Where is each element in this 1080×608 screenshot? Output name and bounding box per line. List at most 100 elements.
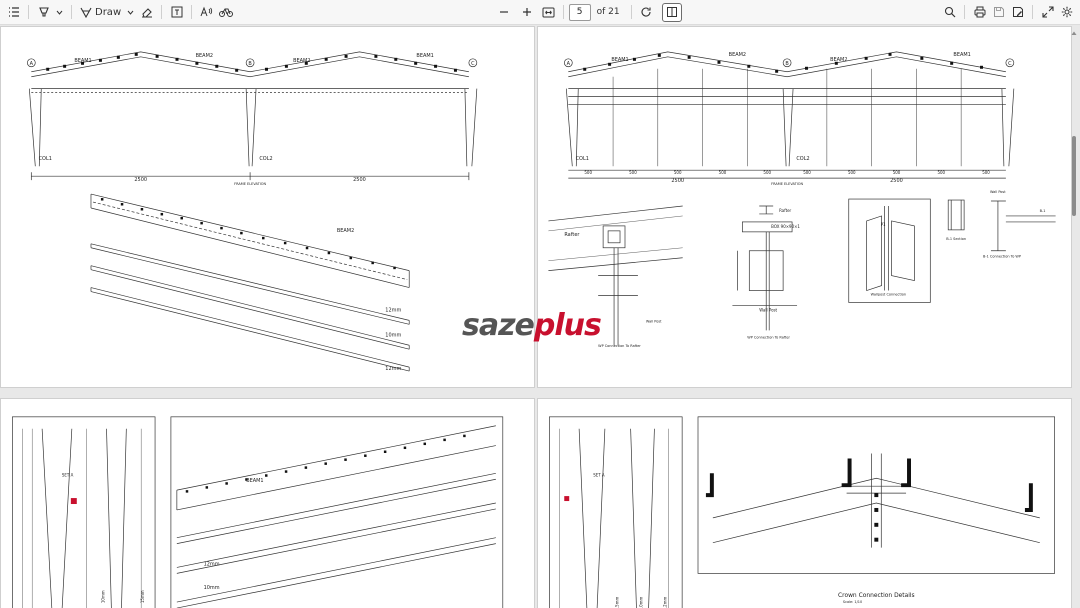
page-total-label: of 21 (596, 7, 620, 17)
dim-10mm: 10mm (204, 585, 220, 591)
dim-500-4: 500 (719, 170, 727, 175)
dim-plate-10mm: 10mm (385, 332, 401, 338)
label-set-a: SET A (593, 472, 605, 477)
label-beam2-left: BEAM2 (729, 52, 746, 58)
label-beam2-left: BEAM2 (196, 53, 213, 59)
read-aloud-button[interactable] (197, 3, 216, 22)
chevron-down-icon (56, 10, 63, 15)
label-b1: B-1 (1040, 209, 1046, 213)
draw-options-button[interactable] (124, 3, 137, 22)
scroll-up-arrow-icon[interactable] (1071, 30, 1077, 36)
label-beam1-right: BEAM1 (953, 52, 970, 58)
grid-label-b: B (785, 61, 789, 67)
gear-icon (1061, 6, 1072, 18)
page-view-button[interactable] (661, 2, 682, 22)
bicycle-icon (219, 8, 234, 17)
printer-icon (974, 6, 985, 18)
span-dim-1: 2500 (671, 178, 684, 184)
label-col2: COL2 (796, 156, 809, 162)
sazeplus-logo: sazeplus (462, 308, 632, 348)
scrollbar-thumb[interactable] (1072, 136, 1076, 216)
save-as-button[interactable] (1008, 3, 1027, 22)
dim-plate-12mm-b: 12mm (385, 366, 401, 372)
label-beam1: BEAM1 (246, 478, 263, 484)
label-rafter: Rafter (564, 232, 580, 238)
toolbar-separator (964, 5, 965, 19)
label-col2: COL2 (259, 156, 272, 162)
dim-500-8: 500 (893, 170, 901, 175)
label-wp-connection-2: WP Connection To Rafter (747, 335, 790, 339)
grid-label-c: C (1008, 61, 1012, 67)
save-button[interactable] (989, 3, 1008, 22)
dim-500-5: 500 (763, 170, 771, 175)
draw-button[interactable]: Draw (77, 3, 124, 22)
grid-label-a: A (567, 61, 571, 67)
settings-button[interactable] (1057, 3, 1076, 22)
crown-scale-label: Scale: 1/10 (843, 600, 862, 604)
chevron-down-icon (127, 10, 134, 15)
label-b1-section: B-1 Section (946, 237, 966, 241)
highlight-button[interactable] (34, 3, 53, 22)
label-box-section: BOX 90×90×1 (771, 224, 800, 229)
document-viewer[interactable]: A B C BEAM1 BEAM2 BEAM2 BEAM1 COL1 COL2 … (0, 26, 1080, 608)
dim-vertical-12mm: 12mm (662, 597, 667, 608)
dim-500-7: 500 (848, 170, 856, 175)
frame-elevation-title: FRAME ELEVATION (234, 182, 266, 186)
eraser-icon (141, 8, 152, 18)
list-icon (8, 7, 19, 17)
pen-icon (80, 7, 92, 18)
label-wall-post-3: Wall Post (990, 190, 1006, 194)
dim-500-2: 500 (629, 170, 637, 175)
label-beam1-left: BEAM1 (74, 58, 91, 64)
vertical-scrollbar[interactable] (1071, 30, 1077, 604)
search-button[interactable] (940, 3, 959, 22)
fit-page-button[interactable] (539, 3, 558, 22)
toolbar-separator (562, 5, 564, 19)
frame-elevation-title: FRAME ELEVATION (771, 182, 803, 186)
erase-button[interactable] (137, 3, 156, 22)
label-beam1-left: BEAM1 (611, 57, 628, 63)
label-plate-p1: P1 (881, 222, 886, 227)
page-left-top: A B C BEAM1 BEAM2 BEAM2 BEAM1 COL1 COL2 … (0, 26, 535, 388)
page-right-bottom: Crown Connection Details Scale: 1/10 SET… (537, 398, 1072, 608)
rotate-button[interactable] (637, 3, 656, 22)
dim-500-6: 500 (803, 170, 811, 175)
save-as-icon (1012, 7, 1023, 17)
label-beam2-detail: BEAM2 (337, 228, 354, 234)
highlight-options-button[interactable] (53, 3, 66, 22)
page-right-top: A B C BEAM1 BEAM2 BEAM2 BEAM1 COL1 COL2 … (537, 26, 1072, 388)
dim-plate-12mm: 12mm (385, 307, 401, 313)
drawing-wall-post-details: A B C BEAM1 BEAM2 BEAM2 BEAM1 COL1 COL2 … (548, 51, 1056, 348)
dim-vertical-10mm: 10mm (639, 597, 644, 608)
crown-connection-title: Crown Connection Details (838, 592, 915, 599)
expand-icon (1041, 6, 1054, 18)
zoom-out-button[interactable] (495, 3, 514, 22)
label-col1: COL1 (39, 156, 52, 162)
toolbar-separator (28, 5, 29, 19)
add-text-button[interactable] (167, 3, 186, 22)
label-beam2-right: BEAM2 (830, 57, 847, 63)
search-icon (944, 6, 955, 18)
label-beam1-right: BEAM1 (416, 53, 433, 59)
dim-500-10: 500 (982, 170, 990, 175)
drawing-column-beam1: BEAM1 SET A 12mm 10mm 12mm 10mm 15mm (12, 416, 504, 608)
zoom-in-button[interactable] (518, 3, 537, 22)
save-icon (993, 7, 1004, 17)
draw-label: Draw (95, 6, 122, 18)
contents-list-button[interactable] (4, 3, 23, 22)
immersive-reader-button[interactable] (216, 3, 236, 22)
highlighter-icon (38, 7, 49, 17)
span-dim-1: 2500 (134, 177, 147, 183)
label-set-a: SET A (62, 472, 74, 477)
dim-500-3: 500 (674, 170, 682, 175)
read-aloud-icon (200, 6, 213, 17)
grid-label-c: C (471, 61, 475, 67)
fullscreen-button[interactable] (1038, 3, 1057, 22)
fit-width-icon (542, 7, 555, 17)
dim-vertical-10mm: 10mm (101, 590, 106, 603)
drawing-crown-connection: Crown Connection Details Scale: 1/10 SET… (549, 416, 1055, 608)
minus-icon (500, 11, 509, 13)
print-button[interactable] (970, 3, 989, 22)
page-number-input[interactable]: 5 (568, 3, 591, 21)
toolbar-separator (630, 5, 632, 19)
